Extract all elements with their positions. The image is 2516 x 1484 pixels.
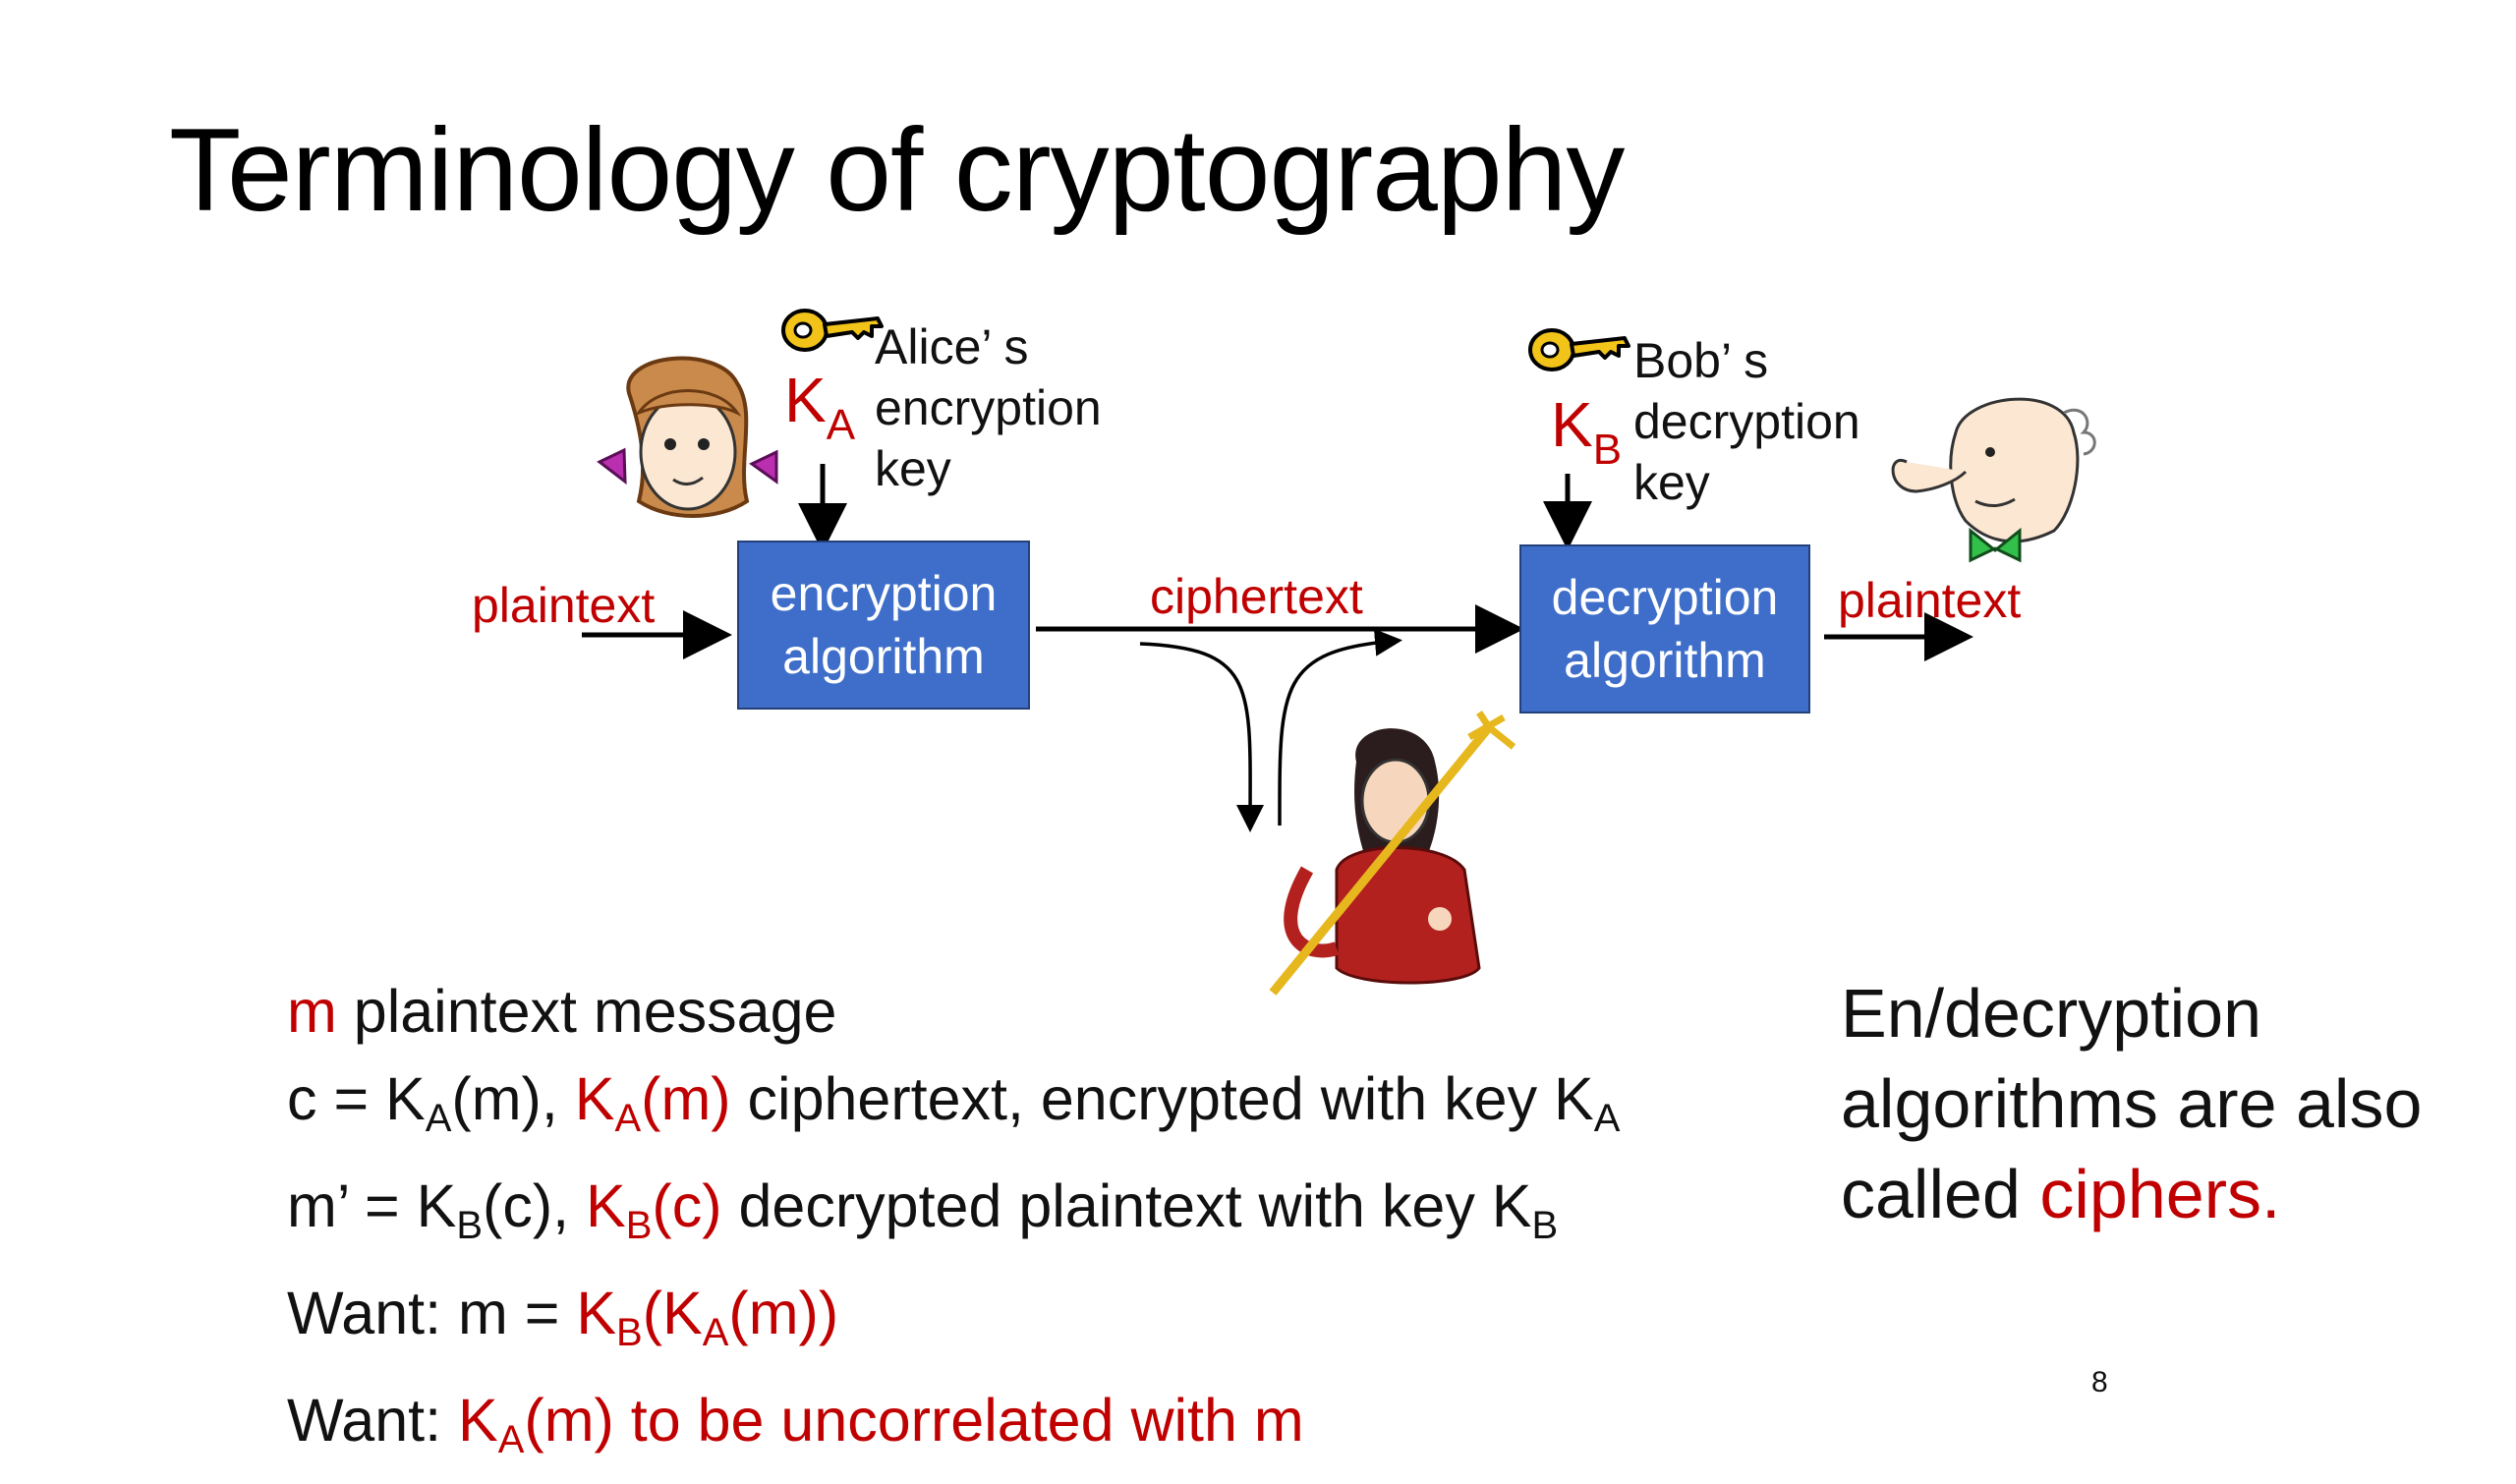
- definitions-list: m plaintext message c = KA(m), KA(m) cip…: [287, 968, 1620, 1484]
- definition-m-prime: m’ = KB(c), KB(c) decrypted plaintext wi…: [287, 1172, 1559, 1247]
- requirement-uncorrelated: Want: KA(m) to be uncorrelated with m: [287, 1387, 1304, 1461]
- encryption-algorithm-box: encryption algorithm: [737, 541, 1030, 710]
- alice-figure: [597, 356, 778, 518]
- key-icon: [781, 309, 884, 352]
- key-icon: [1528, 328, 1630, 371]
- definition-m: m plaintext message: [287, 978, 837, 1045]
- key-b-symbol: KB: [1551, 389, 1623, 474]
- bob-key-label: Bob’ s decryption key: [1633, 333, 1860, 510]
- slide-title: Terminology of cryptography: [169, 104, 1625, 236]
- ciphertext-label: ciphertext: [1150, 569, 1363, 624]
- alice-key-label: Alice’ s encryption key: [875, 319, 1102, 496]
- slide: Terminology of cryptography: [169, 104, 2423, 1461]
- diagram-connectors: [582, 309, 2096, 996]
- trudy-figure: [1269, 711, 1516, 996]
- eavesdrop-arrows: [1139, 628, 1402, 832]
- plaintext-out-label: plaintext: [1838, 573, 2022, 628]
- decryption-algorithm-box: decryption algorithm: [1519, 544, 1810, 713]
- requirement-correctness: Want: m = KB(KA(m)): [287, 1280, 839, 1354]
- definition-c: c = KA(m), KA(m) ciphertext, encrypted w…: [287, 1065, 1621, 1140]
- bob-figure: [1891, 397, 2096, 563]
- page-number: 8: [2091, 1366, 2108, 1398]
- cipher-note: En/decryption algorithms are also called…: [1841, 975, 2423, 1232]
- plaintext-in-label: plaintext: [472, 578, 656, 633]
- key-a-symbol: KA: [784, 365, 856, 449]
